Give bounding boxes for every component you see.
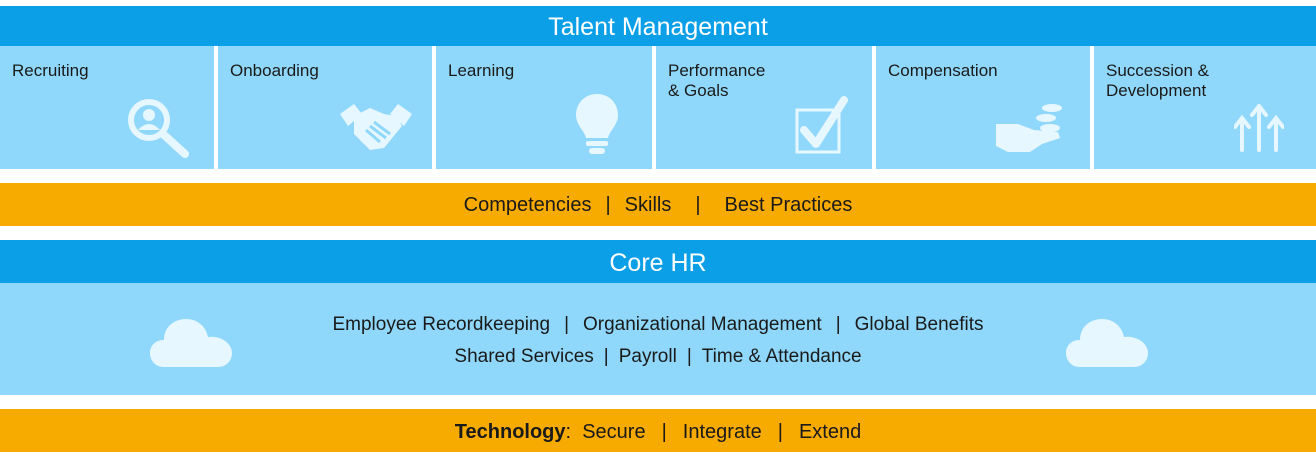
separator: | [564, 314, 569, 335]
module-label: Learning [448, 61, 515, 80]
technology-colon: : [565, 421, 572, 443]
integrate-label: Integrate [682, 421, 762, 443]
secure-label: Secure [582, 421, 646, 443]
talent-modules-row: Recruiting Onboarding Learning Performan… [0, 46, 1316, 169]
module-onboarding: Onboarding [218, 46, 432, 169]
separator: | [777, 421, 783, 443]
core-hr-line-1: Employee Recordkeeping | Organizational Ma… [0, 314, 1316, 336]
skills-label: Skills [624, 194, 672, 216]
core-hr-line-2: Shared Services | Payroll | Time & Attendanc… [0, 346, 1316, 368]
module-learning: Learning [436, 46, 652, 169]
time-attendance-label: Time & Attendance [701, 346, 862, 367]
separator: | [835, 314, 841, 335]
module-recruiting: Recruiting [0, 46, 214, 169]
handshake-icon [340, 104, 412, 150]
separator: | [605, 194, 611, 216]
module-label: Compensation [888, 61, 998, 80]
separator: | [695, 194, 701, 216]
module-label: Onboarding [230, 61, 319, 80]
competencies-bar: Competencies | Skills | Best Practices [0, 183, 1316, 226]
module-label: Recruiting [12, 61, 89, 80]
lightbulb-icon [576, 94, 618, 154]
module-label: Succession & Development [1106, 61, 1209, 100]
core-hr-body: Employee Recordkeeping | Organizational Ma… [0, 283, 1316, 395]
checkbox-check-icon [795, 96, 848, 154]
global-benefits-label: Global Benefits [854, 314, 984, 335]
technology-label: Technology [454, 421, 566, 443]
up-arrows-icon [1234, 104, 1284, 152]
payroll-label: Payroll [618, 346, 677, 367]
best-practices-label: Best Practices [724, 194, 853, 216]
cloud-icon-left [150, 319, 232, 367]
extend-label: Extend [798, 421, 862, 443]
technology-bar: Technology: Secure | Integrate | Extend [0, 409, 1316, 452]
separator: | [603, 346, 609, 367]
module-compensation: Compensation [876, 46, 1090, 169]
module-label: Performance & Goals [668, 61, 766, 100]
shared-services-label: Shared Services [454, 346, 594, 367]
cloud-icon-right [1066, 319, 1148, 367]
separator: | [661, 421, 667, 443]
competencies-label: Competencies [463, 194, 592, 216]
hand-coins-icon [996, 104, 1062, 152]
organizational-management-label: Organizational Management [583, 314, 822, 335]
module-succession-development: Succession & Development [1094, 46, 1316, 169]
employee-recordkeeping-label: Employee Recordkeeping [332, 314, 551, 335]
magnifier-person-icon [128, 99, 189, 158]
module-performance-goals: Performance & Goals [656, 46, 872, 169]
core-hr-title: Core HR [0, 240, 1316, 283]
talent-management-title: Talent Management [0, 6, 1316, 46]
separator: | [686, 346, 692, 367]
